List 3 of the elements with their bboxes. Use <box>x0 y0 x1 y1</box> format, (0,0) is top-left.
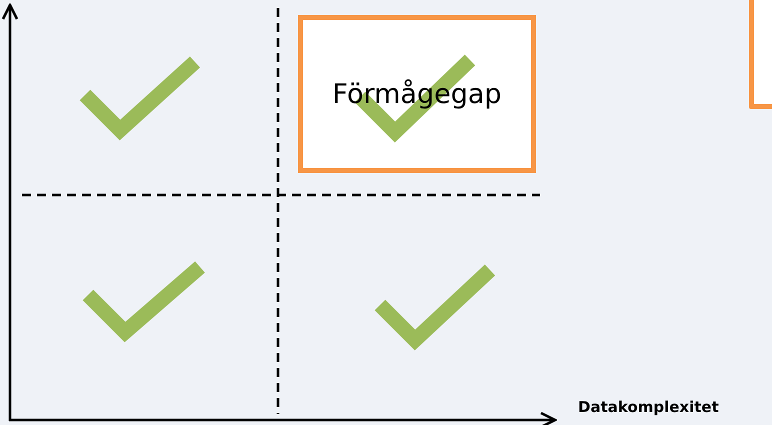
axis-label: Datakomplexitet <box>578 398 719 416</box>
partial-box <box>749 0 772 109</box>
quadrant-box <box>298 15 536 173</box>
